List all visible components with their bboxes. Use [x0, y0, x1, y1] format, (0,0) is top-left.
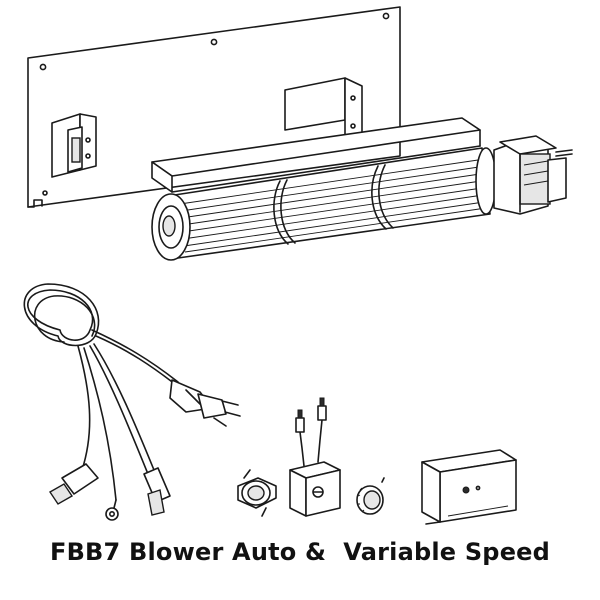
blower-fins — [179, 159, 487, 253]
left-spade-connector — [49, 463, 99, 505]
blower-motor — [493, 135, 573, 215]
cord-plug — [169, 379, 241, 427]
plate-switch-bracket — [51, 113, 97, 178]
product-illustration — [23, 6, 573, 525]
tangential-blower — [151, 117, 497, 261]
power-cord — [23, 283, 241, 521]
product-caption: FBB7 Blower Auto & Variable Speed — [49, 538, 551, 566]
mounting-plate — [27, 6, 401, 208]
mounting-bracket — [421, 449, 517, 525]
thermodisc-switch — [237, 469, 277, 517]
ring-terminal — [105, 499, 119, 521]
speed-controller — [289, 397, 341, 517]
control-knob — [356, 477, 385, 515]
right-spade-connector — [143, 467, 171, 516]
